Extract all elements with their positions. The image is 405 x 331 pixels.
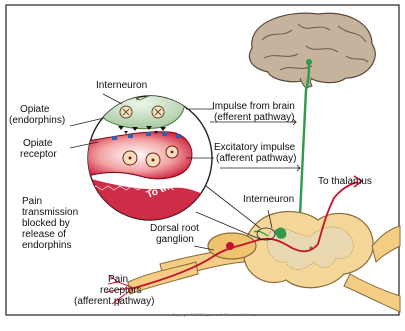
ganglion-cell-body (226, 242, 234, 250)
label-interneuron-top: Interneuron (96, 80, 147, 91)
label-impulse-brain-1: Impulse from brain (212, 101, 295, 112)
brain (249, 13, 375, 88)
label-pain-block-4: release of (22, 229, 66, 240)
label-pain-receptors-1: Pain (108, 274, 128, 285)
label-opiate-receptor-2: receptor (20, 149, 57, 160)
label-drg-1: Dorsal root (150, 223, 199, 234)
label-pain-block-5: endorphins (22, 240, 71, 251)
label-opiate-2: (endorphins) (9, 115, 65, 126)
label-pain-receptors-3: (afferent pathway) (74, 296, 154, 307)
label-to-thalamus-right: To thalamus (318, 176, 372, 187)
label-opiate-receptor-1: Opiate (23, 138, 53, 149)
label-pain-block-1: Pain (22, 196, 42, 207)
copyright-caption: Copyright © 2007 Lippincott Williams & W… (172, 312, 255, 317)
label-pain-block-2: transmission (22, 207, 78, 218)
label-pain-receptors-2: receptors (100, 285, 142, 296)
efferent-origin-dot (306, 59, 312, 65)
label-opiate-1: Opiate (20, 104, 50, 115)
label-drg-2: ganglion (156, 234, 194, 245)
label-excitatory-2: (afferent pathway) (216, 153, 296, 164)
label-impulse-brain-2: (efferent pathway) (214, 112, 294, 123)
label-excitatory-1: Excitatory impulse (214, 142, 296, 153)
label-interneuron-cord: Interneuron (243, 194, 294, 205)
label-pain-block-3: blocked by (22, 218, 70, 229)
inset-connector-upper (206, 186, 260, 228)
